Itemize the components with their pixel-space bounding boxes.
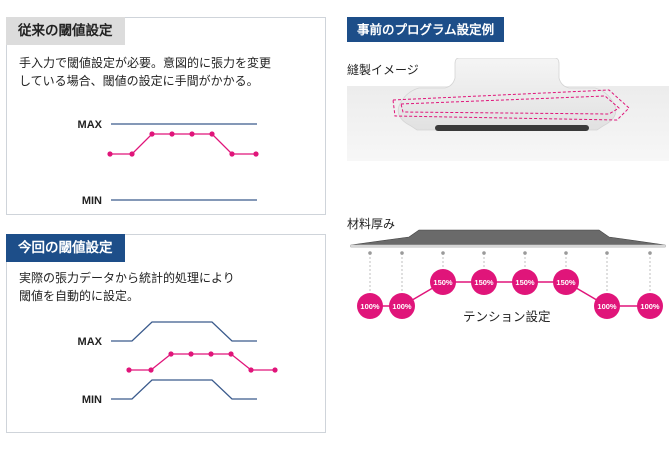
min-label: MIN bbox=[82, 394, 102, 406]
tension-anchor-dot bbox=[564, 251, 568, 255]
fabric-tab bbox=[397, 58, 617, 131]
tension-node-label: 150% bbox=[515, 278, 535, 287]
tension-setting-diagram: 100% 100% 150% 150% 150% 150% 100% 100% bbox=[350, 229, 666, 319]
tension-point bbox=[272, 367, 278, 373]
sewing-image-label: 縫製イメージ bbox=[347, 63, 419, 77]
tension-node-label: 100% bbox=[360, 302, 380, 311]
new-description: 実際の張力データから統計的処理により 閾値を自動的に設定。 bbox=[19, 269, 235, 305]
tension-guides bbox=[368, 251, 652, 293]
conventional-threshold-panel: 従来の閾値設定 手入力で閾値設定が必要。意図的に張力を変更 している場合、閾値の… bbox=[6, 17, 326, 215]
tension-point bbox=[248, 367, 254, 373]
tension-point bbox=[228, 351, 234, 357]
tension-points bbox=[126, 351, 278, 373]
max-label: MAX bbox=[78, 336, 103, 348]
tension-point bbox=[188, 351, 194, 357]
max-threshold-line bbox=[111, 321, 257, 342]
tension-node bbox=[389, 293, 415, 319]
tension-point bbox=[209, 131, 215, 137]
tension-point bbox=[126, 367, 132, 373]
tension-point bbox=[129, 151, 135, 157]
new-threshold-panel: 今回の閾値設定 実際の張力データから統計的処理により 閾値を自動的に設定。 MA… bbox=[6, 234, 326, 433]
conventional-description-line: 手入力で閾値設定が必要。意図的に張力を変更 bbox=[19, 56, 272, 70]
new-title: 今回の閾値設定 bbox=[6, 234, 125, 262]
tension-node bbox=[637, 293, 663, 319]
conventional-threshold-chart: MAX MIN bbox=[78, 119, 259, 207]
tension-point bbox=[208, 351, 214, 357]
tension-point bbox=[253, 151, 259, 157]
tension-anchor-dot bbox=[523, 251, 527, 255]
tension-node bbox=[471, 269, 497, 295]
tension-anchor-dot bbox=[482, 251, 486, 255]
tension-point bbox=[107, 151, 113, 157]
tension-point bbox=[169, 131, 175, 137]
tension-node-label: 150% bbox=[433, 278, 453, 287]
tension-node-label: 150% bbox=[556, 278, 576, 287]
new-threshold-chart: MAX MIN bbox=[78, 321, 278, 406]
tension-points bbox=[107, 131, 259, 157]
tension-node bbox=[594, 293, 620, 319]
material-thickness-label: 材料厚み bbox=[347, 217, 396, 231]
stitch-path-outer bbox=[392, 89, 630, 121]
tension-node bbox=[512, 269, 538, 295]
tension-nodes: 100% 100% 150% 150% 150% 150% 100% 100% bbox=[357, 269, 663, 319]
tension-node bbox=[430, 269, 456, 295]
tension-anchor-dot bbox=[605, 251, 609, 255]
tension-node bbox=[357, 293, 383, 319]
tension-node-label: 100% bbox=[597, 302, 617, 311]
tension-anchor-dot bbox=[400, 251, 404, 255]
new-description-line: 実際の張力データから統計的処理により bbox=[19, 271, 235, 285]
tension-line bbox=[129, 353, 275, 371]
tension-point bbox=[148, 367, 154, 373]
conventional-description: 手入力で閾値設定が必要。意図的に張力を変更 している場合、閾値の設定に手間がかか… bbox=[19, 54, 271, 90]
new-description-line: 閾値を自動的に設定。 bbox=[19, 289, 140, 303]
tension-node-label: 150% bbox=[474, 278, 494, 287]
tension-point bbox=[149, 131, 155, 137]
max-label: MAX bbox=[78, 119, 103, 131]
min-threshold-line bbox=[111, 379, 257, 400]
tension-node-label: 100% bbox=[640, 302, 660, 311]
tension-setting-label: テンション設定 bbox=[463, 309, 551, 324]
conventional-description-line: している場合、閾値の設定に手間がかかる。 bbox=[19, 74, 259, 88]
conventional-title: 従来の閾値設定 bbox=[6, 17, 125, 45]
tension-anchor-dot bbox=[368, 251, 372, 255]
material-profile bbox=[350, 229, 666, 248]
tension-line bbox=[110, 133, 256, 155]
tension-point bbox=[189, 131, 195, 137]
stitch-path-inner bbox=[400, 95, 620, 115]
program-example-title: 事前のプログラム設定例 bbox=[347, 17, 505, 42]
tension-anchor-dot bbox=[441, 251, 445, 255]
min-label: MIN bbox=[82, 195, 102, 207]
tension-node-label: 100% bbox=[392, 302, 412, 311]
tension-node bbox=[553, 269, 579, 295]
sewing-image bbox=[347, 58, 669, 161]
tension-anchor-dot bbox=[648, 251, 652, 255]
tension-point bbox=[168, 351, 174, 357]
seam-slot bbox=[435, 125, 589, 131]
tension-point bbox=[229, 151, 235, 157]
